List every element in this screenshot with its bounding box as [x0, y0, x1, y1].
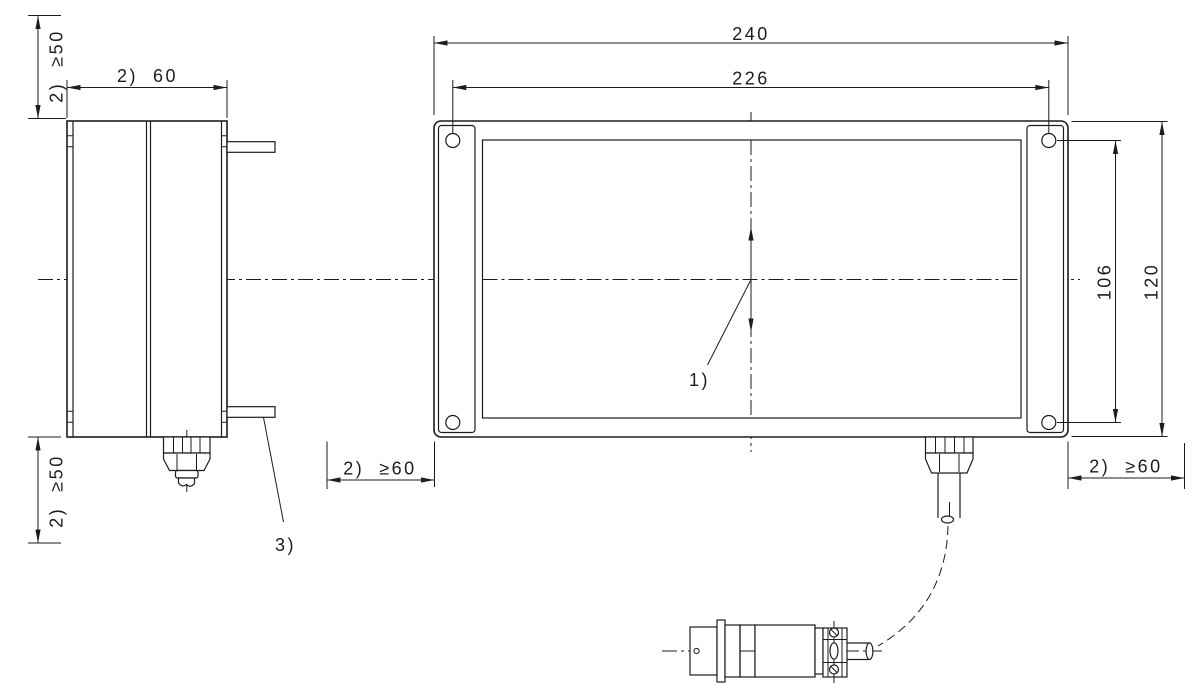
dim-hole-spacing-v-label: 106 [1095, 263, 1115, 301]
dim-front-clearance-top: 2) ≥50 [28, 15, 67, 119]
dim-hole-spacing-v: 106 [1057, 140, 1121, 423]
top-mounting-tab [226, 141, 276, 153]
cable-gland-front [924, 436, 974, 524]
dim-side-clearance-right: 2) ≥60 [1067, 441, 1185, 489]
front-view: 1) [433, 120, 1069, 647]
mounting-hole-bottom-right [1041, 414, 1057, 431]
callout-1-leader [707, 280, 751, 366]
dim-outer-height-label: 120 [1142, 263, 1162, 301]
dim-side-clearance-right-label: 2) ≥60 [1089, 457, 1162, 477]
dim-outer-height: 120 [1071, 121, 1168, 437]
connector-plug [662, 619, 882, 683]
dim-hole-spacing-h-label: 226 [732, 69, 770, 89]
dim-front-clearance-bottom: 2) ≥50 [28, 436, 67, 544]
dim-side-clearance-left-label: 2) ≥60 [343, 459, 416, 479]
dim-housing-depth: 2) 60 [66, 66, 228, 118]
callout-1-label: 1) [689, 370, 710, 390]
dim-front-clearance-top-label: 2) ≥50 [47, 29, 67, 102]
gland-nut [924, 452, 974, 474]
dim-hole-spacing-h: 226 [452, 69, 1050, 134]
mounting-hole-bottom-left [445, 414, 461, 431]
edge-notches [67, 135, 227, 423]
mounting-hole-top-right [1041, 132, 1057, 149]
arrow-up [748, 227, 754, 241]
callout-3-leader [263, 417, 284, 523]
cable-tube [937, 473, 961, 518]
side-view: 3) [66, 120, 296, 555]
cable-end [940, 515, 955, 524]
optical-axis-arrows [748, 227, 754, 332]
callout-3-label: 3) [275, 535, 296, 555]
dim-outer-width: 240 [433, 24, 1069, 115]
mounting-hole-top-left [445, 132, 461, 149]
dim-front-clearance-bottom-label: 2) ≥50 [47, 454, 67, 527]
cable-gland-side [162, 430, 211, 492]
connector-barrel [754, 624, 816, 678]
dim-outer-width-label: 240 [732, 24, 770, 44]
dim-side-clearance-left: 2) ≥60 [326, 441, 435, 489]
cable-exit [847, 642, 869, 661]
dim-housing-depth-label: 2) 60 [117, 66, 178, 86]
arrow-down [748, 318, 754, 332]
right-heatsink-strip [1026, 124, 1065, 434]
cable-clamp [822, 621, 848, 683]
bottom-mounting-tab [226, 406, 276, 418]
cable-route-dashed [877, 525, 949, 647]
left-heatsink-strip [437, 124, 476, 434]
dimensions: 240 226 2) 60 2) ≥50 [28, 15, 1185, 544]
gland-nut [162, 452, 211, 472]
cable-stub [177, 477, 196, 487]
connector-flange [716, 619, 726, 683]
